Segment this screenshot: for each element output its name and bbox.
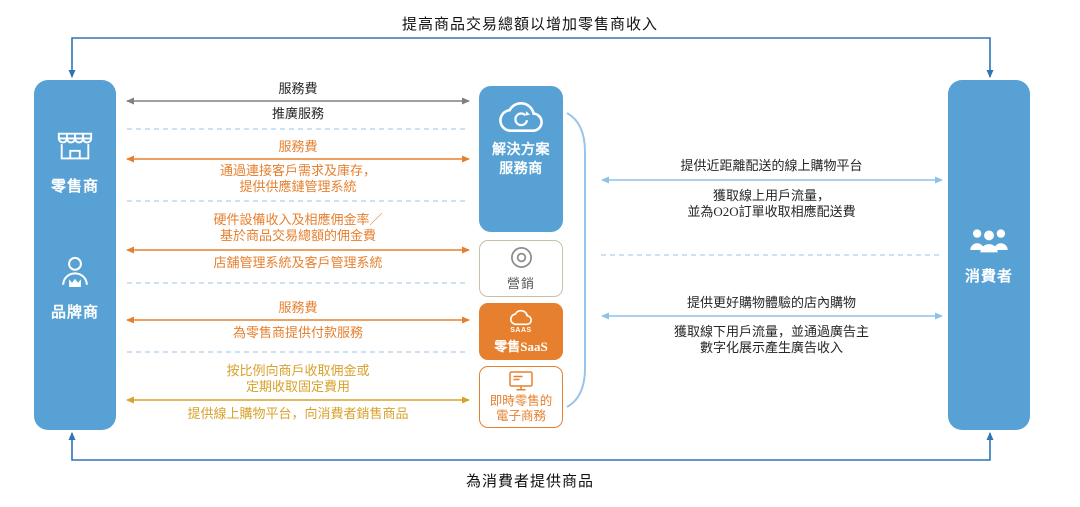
left-flow-1-above-label: 服務費 [278, 139, 318, 154]
left-flow-4-above-label: 按比例向商戶收取佣金或 定期收取固定費用 [226, 363, 370, 394]
bottom-flow-arrow [68, 432, 994, 461]
bottom-flow-label: 為消費者提供商品 [465, 474, 594, 490]
right-flow-0-above-label: 提供近距離配送的線上購物平台 [680, 158, 863, 173]
retail-saas-box: SAAS 零售SaaS [479, 303, 563, 360]
retailer-label: 零售商 [50, 179, 99, 195]
consumers-icon [970, 228, 1008, 252]
storefront-icon [57, 132, 93, 160]
left-flow-3-below-label: 為零售商提供付款服務 [232, 325, 363, 340]
left-flow-2-above-label: 硬件設備收入及相應佣金率／ 基於商品交易總額的佣金費 [213, 212, 383, 243]
marketing-target-icon [510, 247, 532, 268]
left-flow-4-below-label: 提供線上購物平台，向消費者銷售商品 [187, 406, 409, 421]
instant-ecommerce-label-line2: 電子商務 [495, 409, 546, 423]
top-flow-arrow [68, 37, 994, 78]
retailer-entity: 零售商 [51, 128, 99, 196]
cloud-solution-icon [499, 101, 543, 132]
retail-saas-label: 零售SaaS [494, 338, 548, 354]
retailer-brand-box: 零售商 品牌商 [34, 80, 116, 430]
brand-person-icon [62, 256, 88, 287]
left-flow-0-below-label: 推廣服務 [271, 106, 324, 121]
middle-column-brace [566, 112, 586, 408]
saas-cloud-icon [509, 309, 533, 325]
consumer-box: 消費者 [948, 80, 1030, 430]
instant-ecommerce-label-line1: 即時零售的 [489, 394, 553, 408]
brand-label: 品牌商 [50, 305, 99, 321]
left-flow-0-above-label: 服務費 [278, 81, 318, 96]
ecommerce-monitor-icon [509, 371, 533, 391]
saas-icon-text: SAAS [510, 326, 532, 334]
top-flow-label: 提高商品交易總額以增加零售商收入 [401, 17, 658, 33]
solution-provider-label-line1: 解決方案 [492, 143, 550, 158]
marketing-box: 營銷 [479, 240, 563, 297]
solution-provider-box: 解決方案 服務商 [479, 86, 563, 232]
marketing-label: 營銷 [506, 276, 535, 291]
solution-provider-label-line2: 服務商 [499, 162, 543, 177]
right-flow-1-below-label: 獲取線下用戶流量，並通過廣告主 數字化展示產生廣告收入 [673, 324, 869, 355]
consumer-label: 消費者 [964, 268, 1013, 285]
left-flow-3-above-label: 服務費 [278, 300, 318, 315]
left-flow-2-below-label: 店舖管理系統及客戶管理系統 [213, 255, 383, 270]
right-flow-0-below-label: 獲取線上用戶流量， 並為O2O訂單收取相應配送費 [687, 188, 856, 219]
brand-entity: 品牌商 [51, 252, 99, 322]
left-flow-1-below-label: 通過連接客戶需求及庫存， 提供供應鏈管理系統 [219, 163, 376, 194]
right-flow-1-above-label: 提供更好購物體驗的店內購物 [686, 295, 856, 310]
instant-ecommerce-box: 即時零售的 電子商務 [479, 366, 563, 428]
